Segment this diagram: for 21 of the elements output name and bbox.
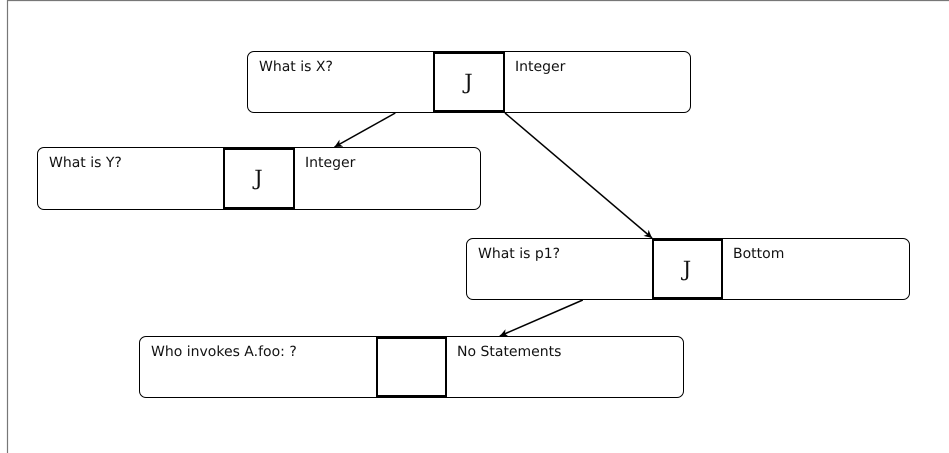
question-text: What is p1?: [478, 246, 560, 262]
question-text: What is Y?: [49, 155, 122, 171]
value-symbol: J: [464, 70, 473, 94]
answer-text: No Statements: [457, 344, 562, 360]
value-box: [222, 146, 294, 210]
question-box: [139, 336, 684, 398]
arrow: [500, 299, 584, 337]
answer-text: Integer: [305, 155, 356, 171]
arrow: [334, 112, 396, 148]
question-box: [37, 147, 481, 210]
question-text: What is X?: [259, 59, 333, 75]
value-box: [652, 238, 722, 300]
value-symbol: J: [682, 256, 692, 280]
value-symbol: J: [254, 166, 263, 190]
question-box: [466, 238, 910, 300]
question-box: [247, 51, 691, 113]
question-text: Who invokes A.foo: ?: [151, 344, 297, 360]
answer-text: Bottom: [733, 246, 784, 262]
value-box: [432, 50, 504, 112]
answer-text: Integer: [515, 59, 566, 75]
arrow: [504, 112, 653, 239]
